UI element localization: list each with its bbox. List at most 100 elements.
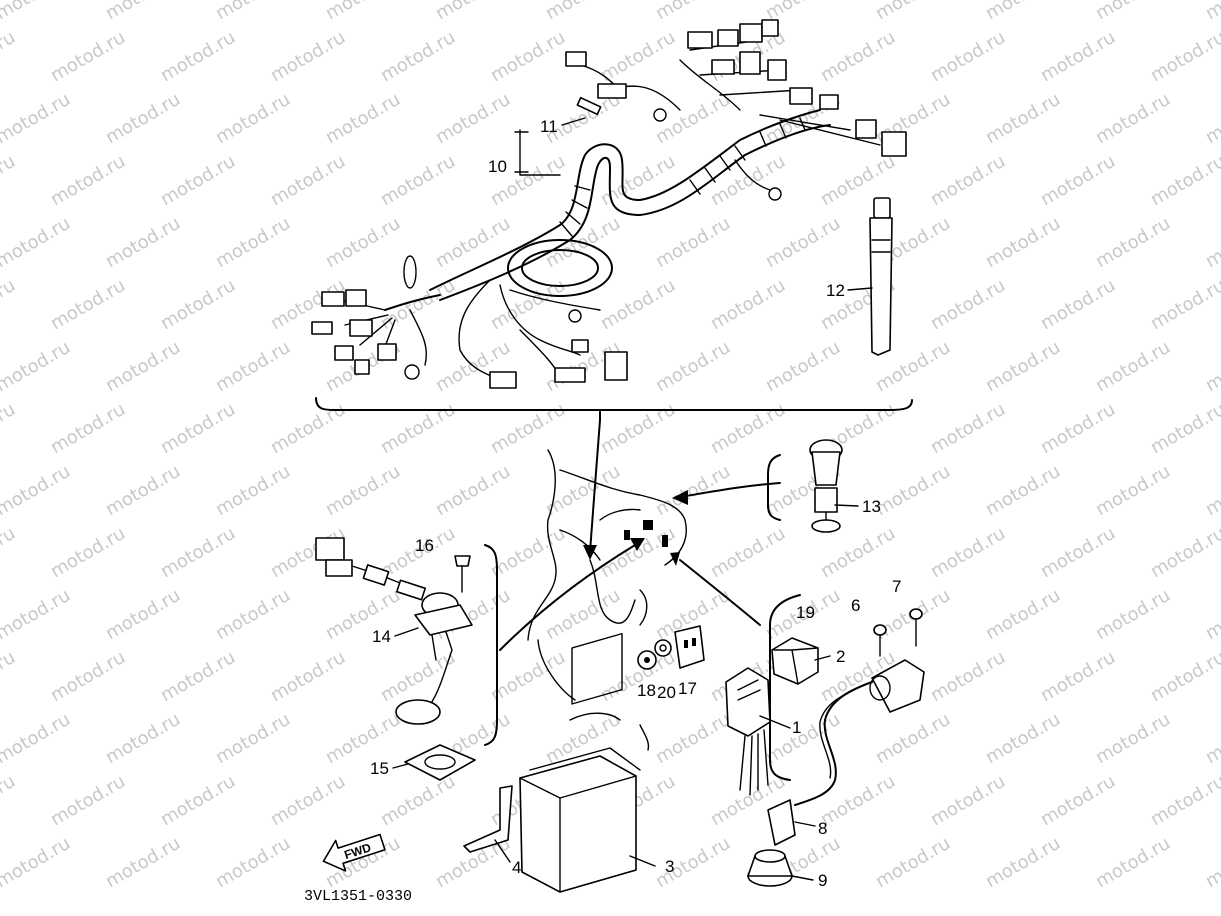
watermark-text: motod.ru: [817, 771, 899, 830]
watermark-text: motod.ru: [1202, 833, 1221, 892]
watermark-text: motod.ru: [1147, 647, 1221, 706]
watermark-text: motod.ru: [377, 399, 459, 458]
callout-10: 10: [488, 157, 507, 176]
fuel-level-sender: [315, 537, 476, 781]
watermark-text: motod.ru: [1202, 461, 1221, 520]
watermark-text: motod.ru: [47, 27, 129, 86]
watermark-text: motod.ru: [0, 151, 19, 210]
watermark-text: motod.ru: [377, 647, 459, 706]
watermark-text: motod.ru: [927, 27, 1009, 86]
watermark-text: motod.ru: [0, 709, 74, 768]
watermark-text: motod.ru: [927, 771, 1009, 830]
watermark-text: motod.ru: [597, 399, 679, 458]
watermark-text: motod.ru: [157, 523, 239, 582]
watermark-text: motod.ru: [1147, 771, 1221, 830]
watermark-text: motod.ru: [0, 89, 74, 148]
watermark-text: motod.ru: [1202, 337, 1221, 396]
watermark-text: motod.ru: [1037, 275, 1119, 334]
watermark-text: motod.ru: [1037, 771, 1119, 830]
watermark-text: motod.ru: [212, 709, 294, 768]
watermark-text: motod.ru: [1147, 151, 1221, 210]
callouts: 1 2 3 4 6 7 8 9 10 11 12 13 14 15 16 17 …: [370, 117, 901, 890]
watermark-text: motod.ru: [47, 275, 129, 334]
watermark-text: motod.ru: [1092, 89, 1174, 148]
watermark-text: motod.ru: [652, 709, 734, 768]
watermark-text: motod.ru: [0, 647, 19, 706]
watermark-text: motod.ru: [102, 213, 184, 272]
watermark-text: motod.ru: [267, 27, 349, 86]
watermark-text: motod.ru: [0, 461, 74, 520]
callout-14: 14: [372, 627, 391, 646]
watermark-text: motod.ru: [157, 647, 239, 706]
callout-6: 6: [851, 596, 860, 615]
watermark-text: motod.ru: [872, 833, 954, 892]
watermark-text: motod.ru: [982, 337, 1064, 396]
watermark-text: motod.ru: [817, 27, 899, 86]
watermark-text: motod.ru: [0, 213, 74, 272]
watermark-text: motod.ru: [102, 709, 184, 768]
battery: [519, 632, 641, 893]
watermark-text: motod.ru: [322, 461, 404, 520]
watermark-text: motod.ru: [1092, 0, 1174, 24]
watermark-text: motod.ru: [47, 771, 129, 830]
watermark-text: motod.ru: [652, 213, 734, 272]
pointer-arrows: [499, 419, 781, 651]
watermark-text: motod.ru: [0, 27, 19, 86]
watermark-text: motod.ru: [212, 89, 294, 148]
watermark-text: motod.ru: [0, 0, 74, 24]
watermark-text: motod.ru: [982, 89, 1064, 148]
main-switch: [809, 439, 843, 533]
watermark-text: motod.ru: [982, 709, 1064, 768]
watermark-text: motod.ru: [487, 399, 569, 458]
watermark-text: motod.ru: [1092, 585, 1174, 644]
cdi-unit: [725, 667, 771, 796]
leader-lines: [392, 117, 873, 881]
watermark-text: motod.ru: [872, 0, 954, 24]
callout-13: 13: [862, 497, 881, 516]
watermark-text: motod.ru: [0, 771, 19, 830]
frame-outline: [527, 449, 687, 751]
watermark-text: motod.ru: [0, 337, 74, 396]
watermark-text: motod.ru: [872, 461, 954, 520]
watermark-text: motod.ru: [927, 275, 1009, 334]
watermark-text: motod.ru: [982, 833, 1064, 892]
watermark-text: motod.ru: [1092, 709, 1174, 768]
watermark-text: motod.ru: [212, 0, 294, 24]
callout-19: 19: [796, 603, 815, 622]
watermark-text: motod.ru: [1092, 461, 1174, 520]
watermark-text: motod.ru: [102, 585, 184, 644]
wire-harness: [311, 19, 907, 389]
watermark-text: motod.ru: [322, 89, 404, 148]
electric-group-bracket: [769, 594, 801, 781]
callout-18: 18: [637, 681, 656, 700]
watermark-text: motod.ru: [1092, 337, 1174, 396]
callout-20: 20: [657, 683, 676, 702]
watermark-text: motod.ru: [322, 585, 404, 644]
callout-9: 9: [818, 871, 827, 890]
watermark-text: motod.ru: [102, 337, 184, 396]
callout-16: 16: [415, 536, 434, 555]
watermark-text: motod.ru: [982, 585, 1064, 644]
watermark-text: motod.ru: [982, 213, 1064, 272]
watermark-text: motod.ru: [0, 399, 19, 458]
watermark-text: motod.ru: [267, 151, 349, 210]
watermark-text: motod.ru: [927, 399, 1009, 458]
watermark-text: motod.ru: [322, 213, 404, 272]
callout-15: 15: [370, 759, 389, 778]
watermark-text: motod.ru: [267, 647, 349, 706]
watermark-text: motod.ru: [542, 0, 624, 24]
callout-4: 4: [512, 858, 521, 877]
watermark-text: motod.ru: [102, 0, 184, 24]
watermark-text: motod.ru: [762, 337, 844, 396]
watermark-text: motod.ru: [0, 523, 19, 582]
watermark-text: motod.ru: [157, 771, 239, 830]
harness-bracket: [315, 397, 913, 411]
callout-3: 3: [665, 857, 674, 876]
watermark-text: motod.ru: [1202, 213, 1221, 272]
watermark-text: motod.ru: [1147, 399, 1221, 458]
watermark-text: motod.ru: [762, 709, 844, 768]
watermark-text: motod.ru: [212, 213, 294, 272]
diagram-code: 3VL1351-0330: [304, 888, 412, 905]
watermark-text: motod.ru: [0, 585, 74, 644]
